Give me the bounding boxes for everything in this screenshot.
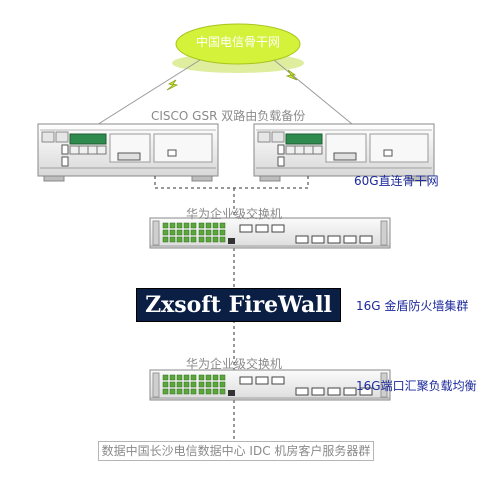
firewall-note: 16G 金盾防火墙集群 xyxy=(356,299,469,313)
firewall-banner: Zxsoft FireWall xyxy=(136,288,341,322)
cloud-shape xyxy=(172,23,304,73)
load-balance-note: 16G端口汇聚负载均衡 xyxy=(356,379,477,393)
switch-top-label: 华为企业级交换机 xyxy=(186,207,283,221)
cloud-label: 中国电信骨干网 xyxy=(195,35,280,49)
switch-bottom-label: 华为企业级交换机 xyxy=(186,357,283,371)
backbone-label: 60G直连骨干网 xyxy=(354,174,439,188)
router-left-icon xyxy=(37,123,219,182)
router-caption: CISCO GSR 双路由负载备份 xyxy=(151,109,306,123)
switch-bottom-icon xyxy=(149,369,391,401)
footer-label: 数据中国长沙电信数据中心 IDC 机房客户服务器群 xyxy=(98,441,374,461)
uplink-lines xyxy=(91,59,353,129)
switch-top-icon xyxy=(149,217,391,249)
uplink-lightning-icons xyxy=(166,69,298,91)
dashed-links xyxy=(154,176,309,441)
router-right-icon xyxy=(253,123,435,182)
